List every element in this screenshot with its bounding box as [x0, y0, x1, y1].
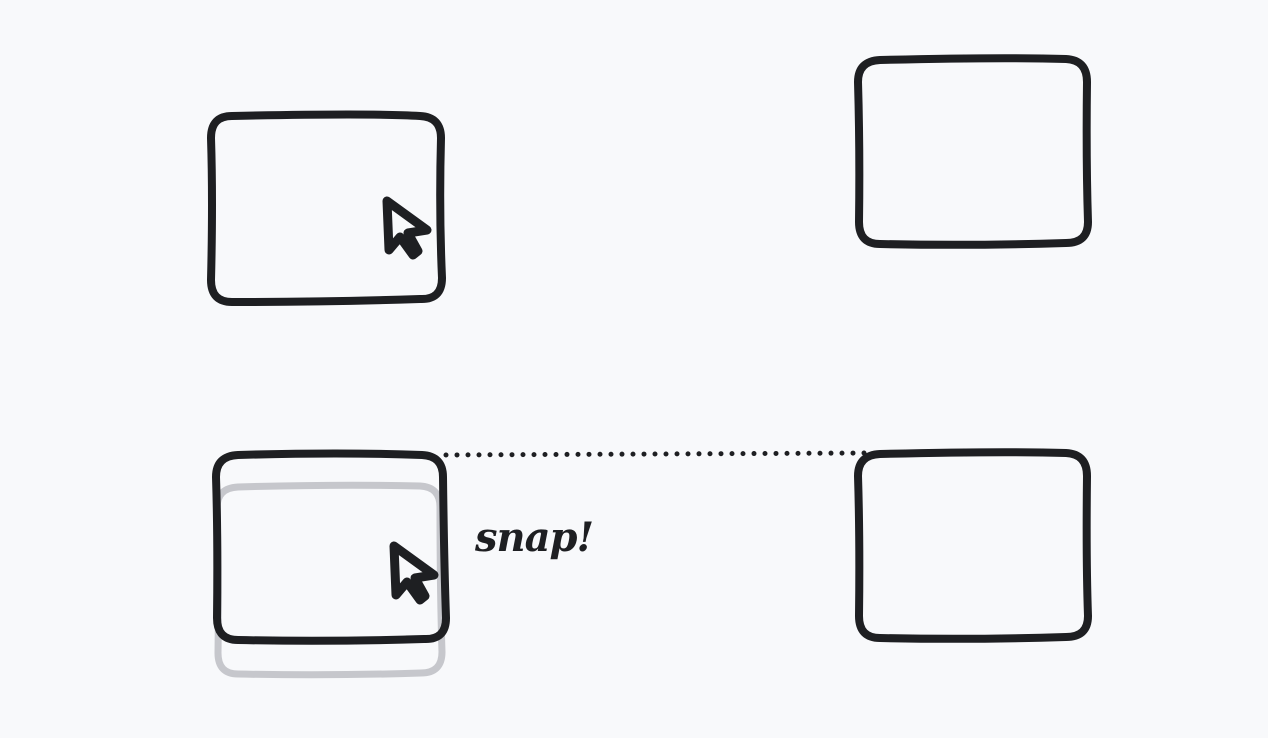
pointer-cursor-icon	[389, 541, 439, 605]
snap-alignment-guide	[443, 450, 873, 458]
target-box-top	[854, 54, 1092, 249]
after-row: snap!	[212, 448, 1092, 679]
dragged-box-snapped	[212, 449, 450, 645]
snap-label: snap!	[474, 514, 593, 561]
dragged-box-before	[207, 110, 446, 306]
before-row	[207, 54, 1092, 306]
target-box-bottom	[854, 448, 1092, 643]
pointer-cursor-icon	[382, 196, 432, 260]
